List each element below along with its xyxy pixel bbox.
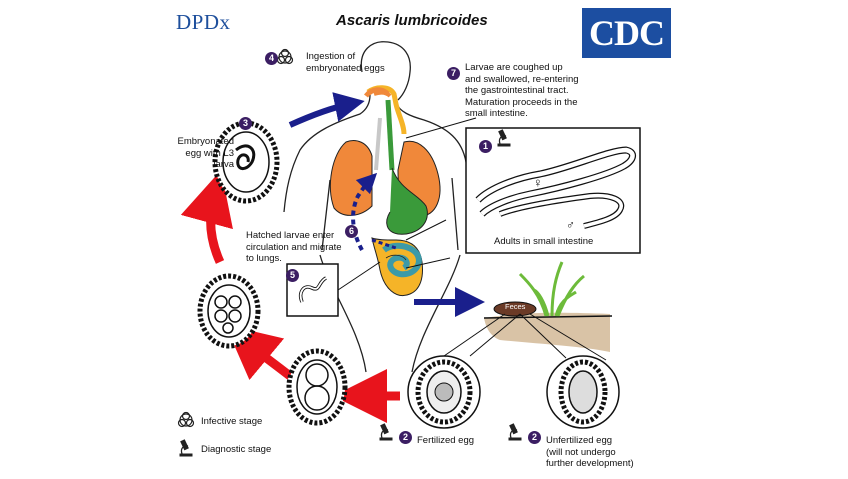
male-symbol: ♂ <box>566 218 575 232</box>
embryo-line-1: Embryonated <box>177 136 234 147</box>
nasal-passage <box>364 87 390 98</box>
label-hatched-larvae: Hatched larvae enter circulation and mig… <box>246 230 342 265</box>
feces-label: Feces <box>505 302 526 311</box>
unfert-line-3: further development) <box>546 458 634 469</box>
two-cell-egg <box>286 348 348 426</box>
embryo-line-3: larva <box>213 159 234 170</box>
ingest-line-2: embryonated eggs <box>306 62 385 74</box>
hatched-line-3: to lungs. <box>246 253 282 264</box>
label-coughed-up: Larvae are coughed up and swallowed, re-… <box>465 62 579 120</box>
step-badge-2-fertilized: 2 <box>399 431 412 444</box>
soil-with-grass <box>483 261 613 352</box>
unfertilized-egg <box>546 355 620 429</box>
ingestion-arrow <box>288 92 365 128</box>
adults-box <box>465 127 641 254</box>
step-badge-3: 3 <box>239 117 252 130</box>
cough-line-5: small intestine. <box>465 108 528 119</box>
biohazard-icon <box>276 48 294 65</box>
microscope-icon <box>497 129 511 147</box>
step-badge-5: 5 <box>286 269 299 282</box>
cycle-arrow-left <box>225 324 293 381</box>
microscope-icon <box>179 439 193 457</box>
microscope-icon <box>379 423 393 441</box>
unfert-line-2: (will not undergo <box>546 446 616 458</box>
label-ingestion: Ingestion of embryonated eggs <box>306 51 385 74</box>
hatched-line-1: Hatched larvae enter <box>246 230 335 241</box>
cycle-arrow-up <box>180 169 233 264</box>
label-adults: Adults in small intestine <box>494 236 594 247</box>
biohazard-icon <box>177 411 195 428</box>
page-title: Ascaris lumbricoides <box>336 12 488 29</box>
fertilized-egg <box>407 355 481 429</box>
cdc-logo: CDC <box>582 8 671 58</box>
female-symbol: ♀ <box>533 175 543 190</box>
digestive-system <box>329 85 441 296</box>
cough-line-3: the gastrointestinal tract. <box>465 85 569 96</box>
migration-arrow <box>351 172 378 251</box>
hatched-line-2: circulation and migrate <box>246 241 342 253</box>
label-unfertilized-egg: Unfertilized egg (will not undergo furth… <box>546 435 634 470</box>
embryo-line-2: egg with L3 <box>185 147 234 159</box>
leader-lines <box>337 117 607 361</box>
microscope-icon <box>508 423 522 441</box>
ingest-line-1: Ingestion of <box>306 51 356 62</box>
legend-diagnostic: Diagnostic stage <box>201 444 272 455</box>
cough-line-4: Maturation proceeds in the <box>465 96 578 108</box>
unfert-line-1: Unfertilized egg <box>546 435 613 446</box>
step-badge-1: 1 <box>479 140 492 153</box>
developing-egg <box>197 273 261 349</box>
dpdx-logo: DPDx <box>176 10 231 34</box>
step-badge-7: 7 <box>447 67 460 80</box>
legend-infective: Infective stage <box>201 416 263 427</box>
step-badge-2-unfertilized: 2 <box>528 431 541 444</box>
step-badge-6: 6 <box>345 225 358 238</box>
step-badge-4: 4 <box>265 52 278 65</box>
embryonated-egg <box>212 120 280 204</box>
cough-line-1: Larvae are coughed up <box>465 62 563 73</box>
cough-line-2: and swallowed, re-entering <box>465 73 579 85</box>
label-embryonated-egg: Embryonated egg with L3 larva <box>170 136 234 171</box>
label-fertilized-egg: Fertilized egg <box>417 435 475 446</box>
